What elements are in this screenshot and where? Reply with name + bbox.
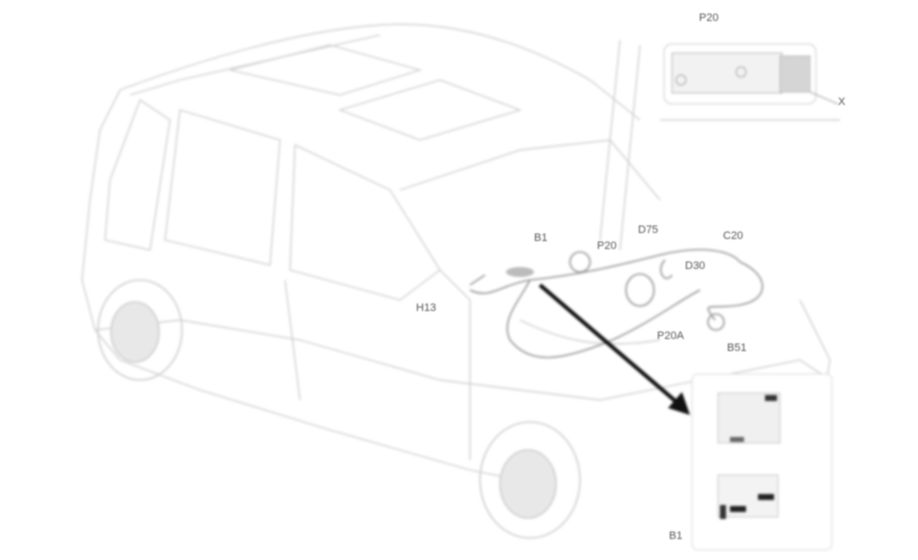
label-h13: H13 — [416, 302, 437, 314]
label-c20: C20 — [723, 230, 744, 242]
car-outline — [81, 23, 840, 481]
label-x: X — [838, 96, 846, 108]
label-d30: D30 — [685, 260, 706, 272]
inset-bottom — [691, 373, 833, 551]
label-p20: P20 — [597, 240, 617, 252]
label-p20a: P20A — [657, 330, 684, 342]
callout-arrow — [538, 283, 682, 407]
inset-top — [663, 43, 839, 105]
label-b1: B1 — [534, 232, 548, 244]
sensor-b1 — [506, 267, 534, 277]
label-b51: B51 — [727, 342, 747, 354]
arrow-head — [668, 392, 690, 415]
wiring-harness — [469, 248, 764, 359]
wheels — [97, 279, 581, 539]
label-inset-bottom-title: B1 — [669, 530, 683, 542]
label-d75: D75 — [638, 224, 659, 236]
label-inset-top-title: P20 — [699, 12, 719, 24]
